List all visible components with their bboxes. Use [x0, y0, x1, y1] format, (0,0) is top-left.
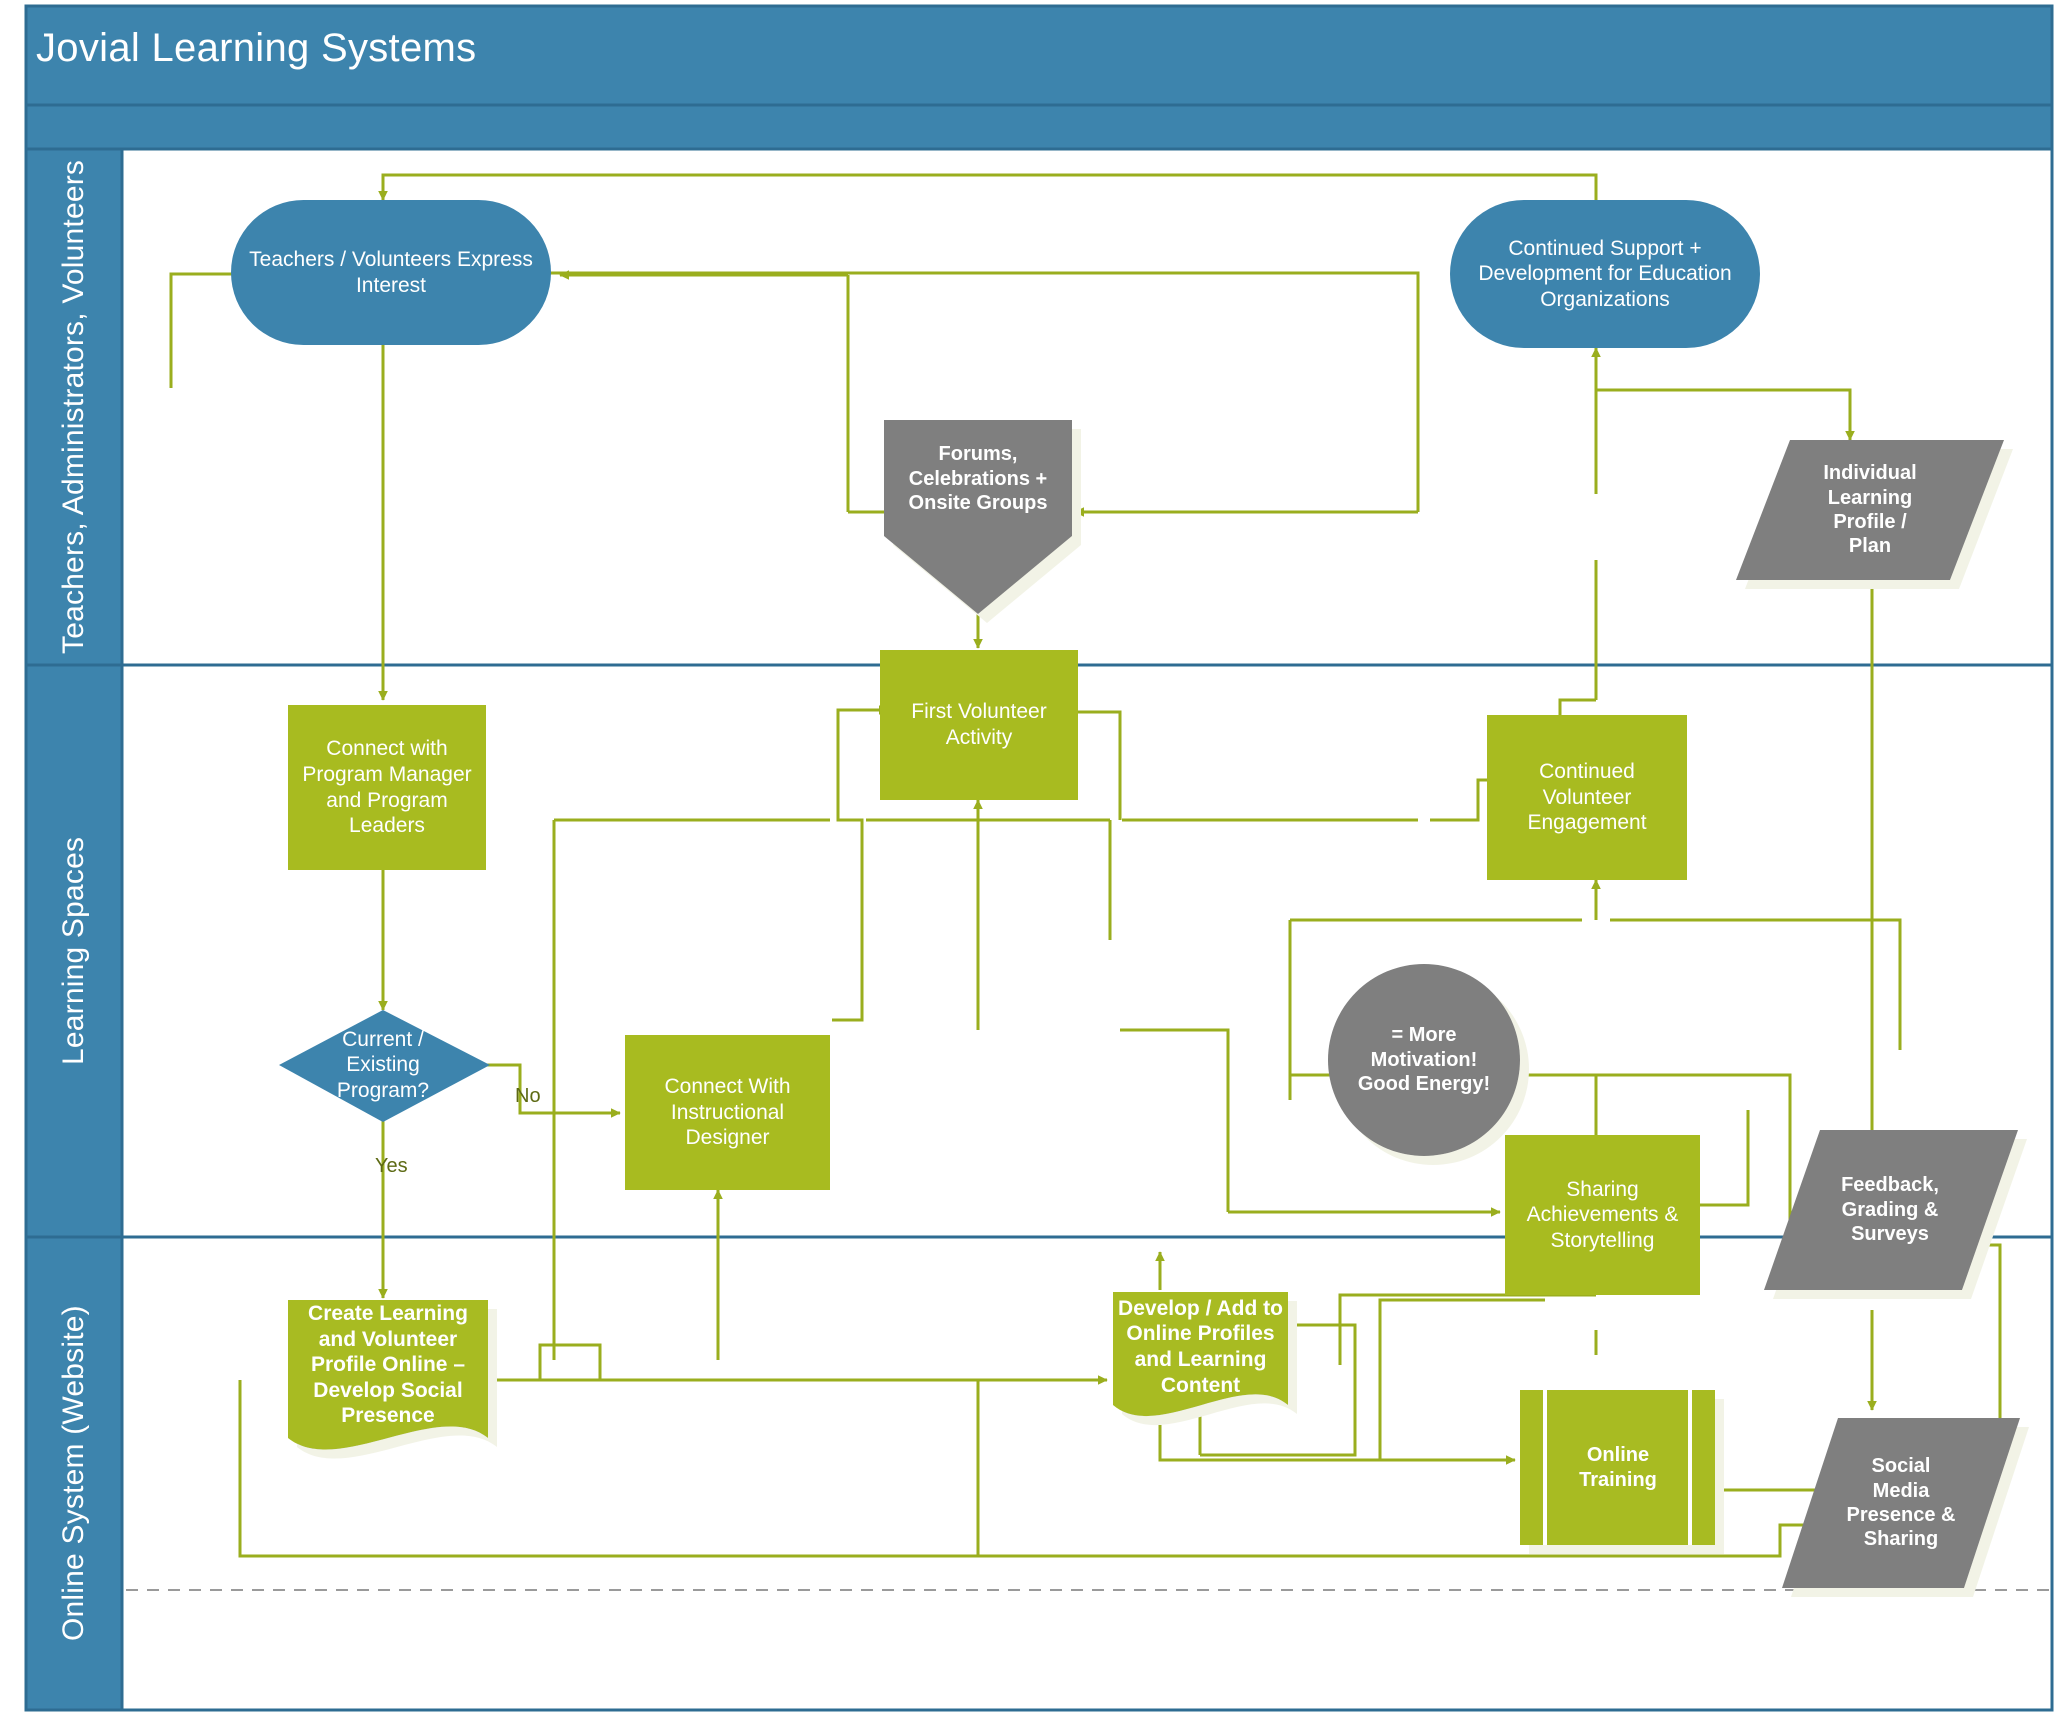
- node-social-media-presence[interactable]: [1782, 1418, 2020, 1588]
- rail-create-profile-bottom: [238, 1380, 978, 1558]
- lane-header-teachers: [24, 147, 124, 667]
- phase-band: [24, 103, 2054, 151]
- edge-instructional-designer-to-first-activity: [832, 705, 889, 1022]
- edge-first-activity-right: [1078, 710, 1122, 820]
- edge-label-yes: Yes: [375, 1155, 408, 1177]
- node-connect-program-manager[interactable]: [288, 705, 486, 870]
- connectors: [169, 173, 2002, 1558]
- node-continued-volunteer-engagement[interactable]: [1487, 715, 1687, 880]
- rail-develop-right: [1200, 1323, 1357, 1457]
- rail-circle-right: [1700, 1073, 1792, 1235]
- banner-bar: [24, 4, 2054, 107]
- nodes: [231, 200, 2020, 1588]
- node-connect-instructional-designer[interactable]: [625, 1035, 830, 1190]
- lane-header-online-system: [24, 1235, 124, 1712]
- rail-920-b: [1610, 918, 1902, 1050]
- rail-sharing-right: [1700, 1110, 1750, 1207]
- node-develop-online-profiles[interactable]: [1113, 1292, 1288, 1417]
- node-continued-support[interactable]: [1450, 200, 1760, 348]
- node-first-volunteer-activity[interactable]: [880, 650, 1078, 800]
- lane-label-online-system: Online System (Website): [56, 1305, 90, 1642]
- node-forums-celebrations[interactable]: [884, 420, 1072, 614]
- rail-develop-to-right: [1378, 1298, 1545, 1415]
- node-individual-learning-profile[interactable]: [1736, 440, 2004, 580]
- rail-create-profile-hop: [538, 1343, 602, 1380]
- node-create-learning-profile[interactable]: [288, 1300, 488, 1450]
- edge-to-individual-learning-profile: [1596, 388, 1855, 441]
- page-title: Jovial Learning Systems: [36, 26, 477, 70]
- node-current-existing-program[interactable]: [279, 1010, 490, 1122]
- edge-label-no: No: [515, 1085, 541, 1107]
- lane-label-teachers: Teachers, Administrators, Volunteers: [56, 159, 90, 655]
- edge-support-to-express-interest: [378, 173, 1598, 222]
- lane-label-learning-spaces: Learning Spaces: [56, 836, 90, 1066]
- edge-cve-top-elbow: [1558, 698, 1596, 720]
- node-more-motivation[interactable]: [1328, 964, 1520, 1156]
- node-online-training[interactable]: [1520, 1390, 1715, 1545]
- rail-develop-bottom: [1158, 1415, 1382, 1462]
- node-teachers-express-interest[interactable]: [231, 200, 551, 345]
- rail-sharing-left: [1120, 1028, 1230, 1212]
- node-feedback-grading-surveys[interactable]: [1764, 1130, 2018, 1290]
- node-sharing-achievements[interactable]: [1505, 1135, 1700, 1295]
